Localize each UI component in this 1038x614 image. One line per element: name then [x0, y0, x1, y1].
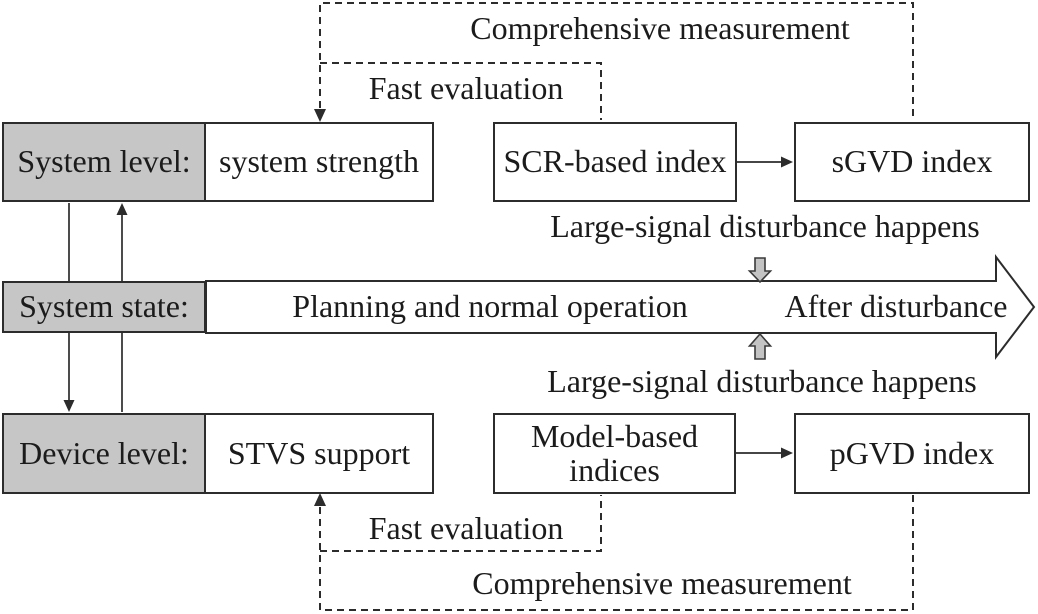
model-based-indices-box: Model-based indices — [493, 413, 736, 494]
model-to-pgvd-arrowhead — [781, 447, 793, 459]
fast-evaluation-label-bottom: Fast evaluation — [368, 510, 564, 547]
system-strength-box: system strength — [204, 122, 434, 202]
device-level-box: Device level: — [2, 413, 206, 494]
planning-phase-label: Planning and normal operation — [292, 288, 688, 325]
arrowhead-up-into-stvs-support — [314, 493, 326, 506]
system-level-box: System level: — [2, 122, 206, 202]
comprehensive-measurement-label-top: Comprehensive measurement — [470, 10, 850, 47]
comprehensive-path-bottom — [319, 495, 914, 611]
system-state-box: System state: — [2, 281, 206, 333]
sgvd-index-box: sGVD index — [794, 122, 1030, 202]
pgvd-index-box: pGVD index — [794, 413, 1030, 494]
after-disturbance-label: After disturbance — [784, 288, 1008, 325]
arrowhead-down-into-system-strength — [314, 109, 326, 122]
level-up-arrowhead — [116, 203, 128, 215]
comprehensive-measurement-label-bottom: Comprehensive measurement — [472, 565, 852, 602]
disturbance-up-block-arrow-icon — [747, 332, 773, 360]
scr-based-index-label: SCR-based index — [503, 143, 727, 180]
system-state-label: System state: — [19, 288, 189, 325]
model-based-indices-label: Model-based indices — [530, 417, 699, 488]
stvs-support-label: STVS support — [227, 434, 411, 471]
disturbance-down-block-arrow-icon — [747, 257, 773, 284]
disturbance-event-label-bottom: Large-signal disturbance happens — [547, 363, 977, 400]
fast-path-top — [320, 62, 602, 120]
scr-based-index-box: SCR-based index — [493, 122, 737, 202]
pgvd-index-label: pGVD index — [829, 434, 995, 471]
sgvd-index-label: sGVD index — [831, 143, 993, 180]
fast-path-bottom — [320, 495, 602, 552]
stvs-support-box: STVS support — [204, 413, 434, 494]
comprehensive-path-top — [319, 2, 914, 120]
device-level-label: Device level: — [19, 434, 189, 471]
level-down-arrowhead — [63, 400, 75, 412]
system-strength-label: system strength — [219, 143, 419, 180]
system-level-label: System level: — [17, 143, 191, 180]
disturbance-event-label-top: Large-signal disturbance happens — [550, 208, 980, 245]
timeline-arrow-shape — [205, 254, 1036, 360]
fast-evaluation-label-top: Fast evaluation — [368, 70, 564, 107]
scr-to-sgvd-arrowhead — [781, 156, 793, 168]
